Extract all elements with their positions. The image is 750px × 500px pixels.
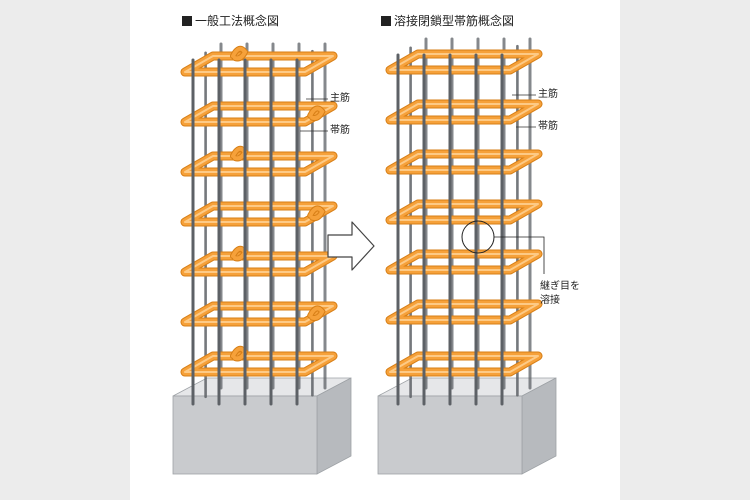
left-hoop-highlight: [184, 305, 334, 323]
title-square-icon: [381, 15, 391, 26]
left-main-rebar-label: 主筋: [330, 93, 350, 104]
right-arrow-outline-icon: [327, 221, 375, 271]
right-concrete-base: [377, 377, 557, 475]
left-hoop-highlight: [184, 55, 334, 73]
left-hoop-hook-fill: [231, 46, 248, 61]
right-hoop-highlight: [389, 303, 539, 321]
right-hoop-highlight: [389, 203, 539, 221]
left-title: 一般工法概念図: [182, 12, 279, 29]
right-hoop-highlight: [389, 253, 539, 271]
weld-note-leader: [494, 236, 545, 274]
right-concrete-front: [377, 395, 523, 475]
weld-note-line2: 溶接: [540, 295, 560, 306]
right-title: 溶接閉鎖型帯筋概念図: [381, 12, 514, 29]
right-hoop-highlight: [389, 355, 539, 373]
left-concrete-front: [172, 395, 318, 475]
right-title-text: 溶接閉鎖型帯筋概念図: [394, 14, 515, 28]
left-hoop-hook-fill: [308, 306, 325, 320]
right-hoops: [385, 49, 543, 377]
left-hoop-hook-fill: [308, 206, 325, 220]
left-front-rebars: [191, 58, 299, 406]
left-title-text: 一般工法概念図: [195, 14, 280, 28]
left-concrete-base: [172, 377, 352, 475]
title-square-icon: [182, 15, 192, 26]
right-main-rebar-label: 主筋: [538, 89, 558, 100]
right-front-rebars: [396, 53, 504, 406]
left-hoop-hook-fill: [308, 106, 325, 120]
right-hoop-highlight: [389, 103, 539, 121]
right-hoop-label: 帯筋: [538, 121, 558, 132]
right-hoop-highlight: [389, 153, 539, 171]
left-hoop-highlight: [184, 105, 334, 123]
left-hoop-highlight: [184, 355, 334, 373]
right-hoop-highlight: [389, 53, 539, 71]
left-hoop-highlight: [184, 205, 334, 223]
weld-note-line1: 継ぎ目を: [540, 281, 580, 292]
left-hoop-label: 帯筋: [330, 125, 350, 136]
left-hoops: [180, 45, 338, 377]
left-hoop-highlight: [184, 155, 334, 173]
